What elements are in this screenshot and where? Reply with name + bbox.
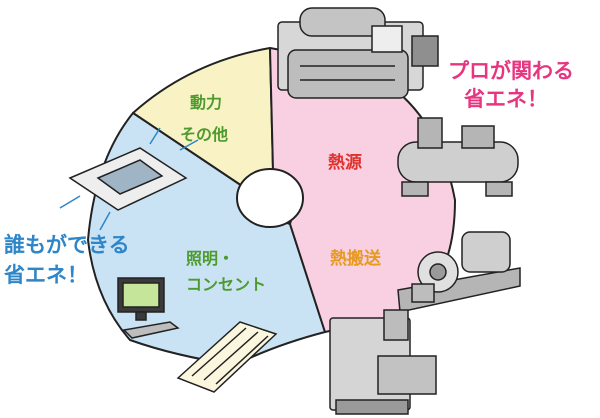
- segment-heat-source-label: 熱源: [328, 152, 362, 173]
- segment-power-label-line1: 動力: [190, 93, 222, 112]
- boiler-illustration: [329, 309, 437, 415]
- desktop-computer-illustration: [117, 277, 180, 339]
- callout-everyone-line1: 誰もができる: [4, 233, 130, 257]
- pump-illustration: [397, 231, 521, 313]
- callout-everyone-line2: 省エネ！: [3, 263, 88, 287]
- chiller-illustration: [277, 7, 439, 99]
- segment-heat-transport-label: 熱搬送: [330, 248, 382, 269]
- fluorescent-light-illustration: [176, 321, 278, 393]
- segment-power-label-line2: その他: [180, 125, 228, 144]
- heat-source-equipment-illustration: [397, 117, 519, 197]
- ceiling-air-conditioner-illustration: [59, 127, 199, 231]
- pie-center-hole: [236, 168, 304, 228]
- callout-pro-line2: 省エネ！: [463, 87, 548, 111]
- segment-lighting-label-line2: コンセント: [186, 275, 266, 294]
- callout-pro-line1: プロが関わる: [448, 59, 574, 83]
- segment-lighting-label-line1: 照明・: [186, 249, 234, 268]
